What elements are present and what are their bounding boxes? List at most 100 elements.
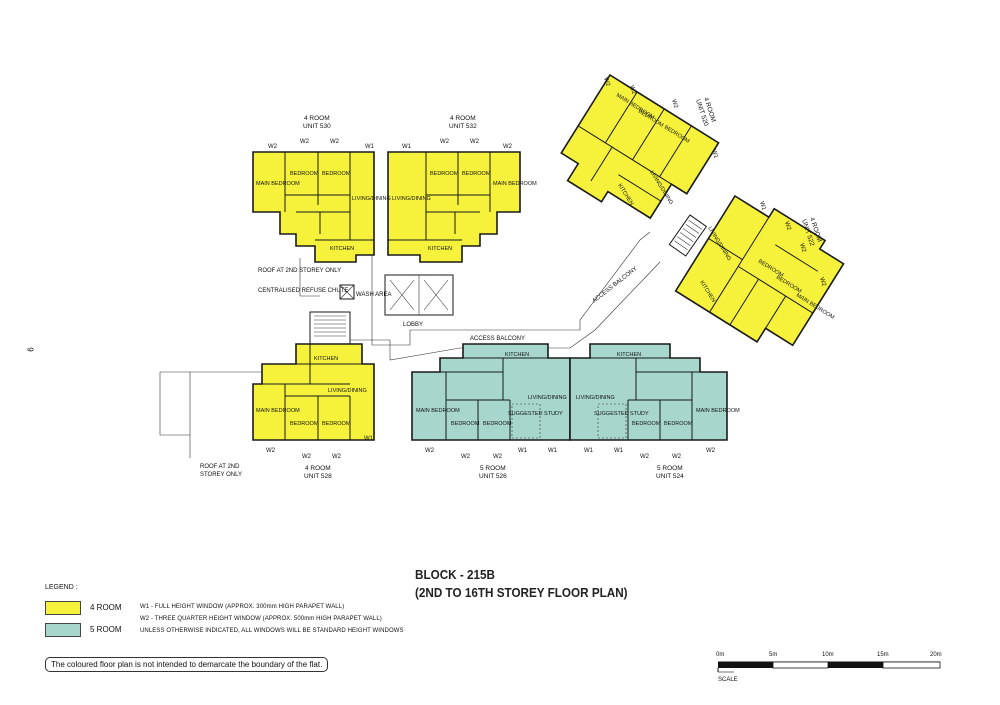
- window-w2-label: W2: [640, 454, 650, 460]
- window-w2-label: W2: [602, 77, 611, 88]
- unit-526: [411, 343, 571, 441]
- scale-bar: 0m 5m 10m 15m 20m SCALE: [716, 652, 942, 683]
- room-kitchen: KITCHEN: [505, 352, 529, 358]
- window-w1-label: W1: [584, 448, 594, 454]
- window-w1-label: W1: [548, 448, 558, 454]
- window-w2-label: W2: [798, 243, 807, 254]
- room-suggested-study: SUGGESTED STUDY: [508, 411, 563, 417]
- room-bedroom: BEDROOM: [290, 171, 319, 177]
- window-w2-label: W2: [672, 454, 682, 460]
- lobby-label: LOBBY: [403, 322, 423, 328]
- unit-522: [674, 194, 845, 347]
- room-bedroom: BEDROOM: [664, 421, 693, 427]
- window-w2-label: W2: [461, 454, 471, 460]
- window-w2-label: W2: [783, 221, 792, 232]
- room-kitchen: KITCHEN: [428, 246, 452, 252]
- window-labels: W2 W2 W2 W1 W1 W2 W2 W2 W2 W2 W2 W1 W2 W…: [266, 77, 827, 460]
- unit-528-type: 4 ROOM: [305, 465, 331, 472]
- drawing-title: BLOCK - 215B: [415, 567, 495, 582]
- window-w1-label: W1: [364, 436, 374, 442]
- unit-530-number: UNIT 530: [303, 123, 331, 130]
- room-living-dining: LIVING/DINING: [576, 395, 615, 401]
- room-bedroom: BEDROOM: [430, 171, 459, 177]
- unit-520: [560, 73, 720, 220]
- window-w2-label: W2: [706, 448, 716, 454]
- window-w2-label: W2: [268, 144, 278, 150]
- window-w1-label: W1: [614, 448, 624, 454]
- scale-tick-0: 0m: [716, 652, 724, 658]
- window-w2-label: W2: [302, 454, 312, 460]
- scale-label: SCALE: [718, 677, 738, 683]
- unit-530-type: 4 ROOM: [304, 115, 330, 122]
- room-main-bedroom: MAIN BEDROOM: [696, 408, 740, 414]
- access-balcony-label: ACCESS BALCONY: [470, 336, 525, 342]
- unit-524: [569, 343, 728, 441]
- room-bedroom: BEDROOM: [462, 171, 491, 177]
- refuse-chute-label: CENTRALISED REFUSE CHUTE: [258, 288, 348, 294]
- legend-label-4room: 4 ROOM: [90, 603, 122, 612]
- window-w2-label: W2: [300, 139, 310, 145]
- roof-note-lower-2: STOREY ONLY: [200, 472, 242, 478]
- scale-tick-15: 15m: [877, 652, 889, 658]
- window-w2-label: W2: [470, 139, 480, 145]
- window-w1-label: W1: [710, 149, 719, 160]
- window-w2-label: W2: [670, 99, 679, 110]
- room-living-dining: LIVING/DINING: [528, 395, 567, 401]
- unit-532-type: 4 ROOM: [450, 115, 476, 122]
- room-main-bedroom: MAIN BEDROOM: [416, 408, 460, 414]
- drawing-subtitle: (2ND TO 16TH STOREY FLOOR PLAN): [415, 585, 628, 600]
- room-kitchen: KITCHEN: [330, 246, 354, 252]
- room-bedroom: BEDROOM: [483, 421, 512, 427]
- roof-note-lower-1: ROOF AT 2ND: [200, 464, 240, 470]
- legend-note-w2: W2 - THREE QUARTER HEIGHT WINDOW (APPROX…: [140, 616, 382, 622]
- unit-530: [252, 151, 375, 263]
- window-w2-label: W2: [330, 139, 340, 145]
- room-kitchen: KITCHEN: [617, 352, 641, 358]
- room-main-bedroom: MAIN BEDROOM: [256, 408, 300, 414]
- room-living-dining: LIVING/DINING: [328, 388, 367, 394]
- legend-label-5room: 5 ROOM: [90, 625, 122, 634]
- window-w1-label: W1: [518, 448, 528, 454]
- unit-528-number: UNIT 528: [304, 473, 332, 480]
- unit-524-type: 5 ROOM: [657, 465, 683, 472]
- window-w2-label: W2: [440, 139, 450, 145]
- room-main-bedroom: MAIN BEDROOM: [493, 181, 537, 187]
- unit-532-number: UNIT 532: [449, 123, 477, 130]
- unit-526-number: UNIT 526: [479, 473, 507, 480]
- room-bedroom: BEDROOM: [451, 421, 480, 427]
- legend-note-w1: W1 - FULL HEIGHT WINDOW (APPROX. 300mm H…: [140, 604, 345, 610]
- unit-labels: 4 ROOM UNIT 530 4 ROOM UNIT 532 4 ROOM U…: [303, 96, 823, 480]
- scale-tick-5: 5m: [769, 652, 777, 658]
- window-w2-label: W2: [332, 454, 342, 460]
- scale-tick-20: 20m: [930, 652, 942, 658]
- unit-526-type: 5 ROOM: [480, 465, 506, 472]
- room-bedroom: BEDROOM: [632, 421, 661, 427]
- window-w2-label: W2: [493, 454, 503, 460]
- staircase: [309, 311, 351, 348]
- room-main-bedroom: MAIN BEDROOM: [256, 181, 300, 187]
- window-w1-label: W1: [758, 201, 767, 212]
- window-w2-label: W2: [425, 448, 435, 454]
- unit-532: [387, 151, 521, 263]
- window-w2-label: W2: [266, 448, 276, 454]
- room-bedroom: BEDROOM: [290, 421, 319, 427]
- staircase-ne: [668, 214, 708, 257]
- room-kitchen: KITCHEN: [314, 356, 338, 362]
- roof-note-upper: ROOF AT 2ND STOREY ONLY: [258, 268, 341, 274]
- room-bedroom: BEDROOM: [322, 421, 351, 427]
- window-w1-label: W1: [402, 144, 412, 150]
- scale-tick-10: 10m: [822, 652, 834, 658]
- window-w2-label: W2: [818, 277, 827, 288]
- unit-528: [252, 343, 375, 441]
- access-balcony-diagonal-label: ACCESS BALCONY: [592, 266, 639, 305]
- window-w2-label: W2: [628, 85, 637, 96]
- legend-heading: LEGEND :: [45, 584, 78, 591]
- legend-note-standard: UNLESS OTHERWISE INDICATED, ALL WINDOWS …: [140, 628, 404, 634]
- window-w1-label: W1: [365, 144, 375, 150]
- core-and-corridors: [159, 214, 708, 458]
- legend-swatch-4room: [45, 601, 81, 615]
- room-suggested-study: SUGGESTED STUDY: [594, 411, 649, 417]
- room-bedroom: BEDROOM: [322, 171, 351, 177]
- wash-area-label: WASH AREA: [356, 292, 391, 298]
